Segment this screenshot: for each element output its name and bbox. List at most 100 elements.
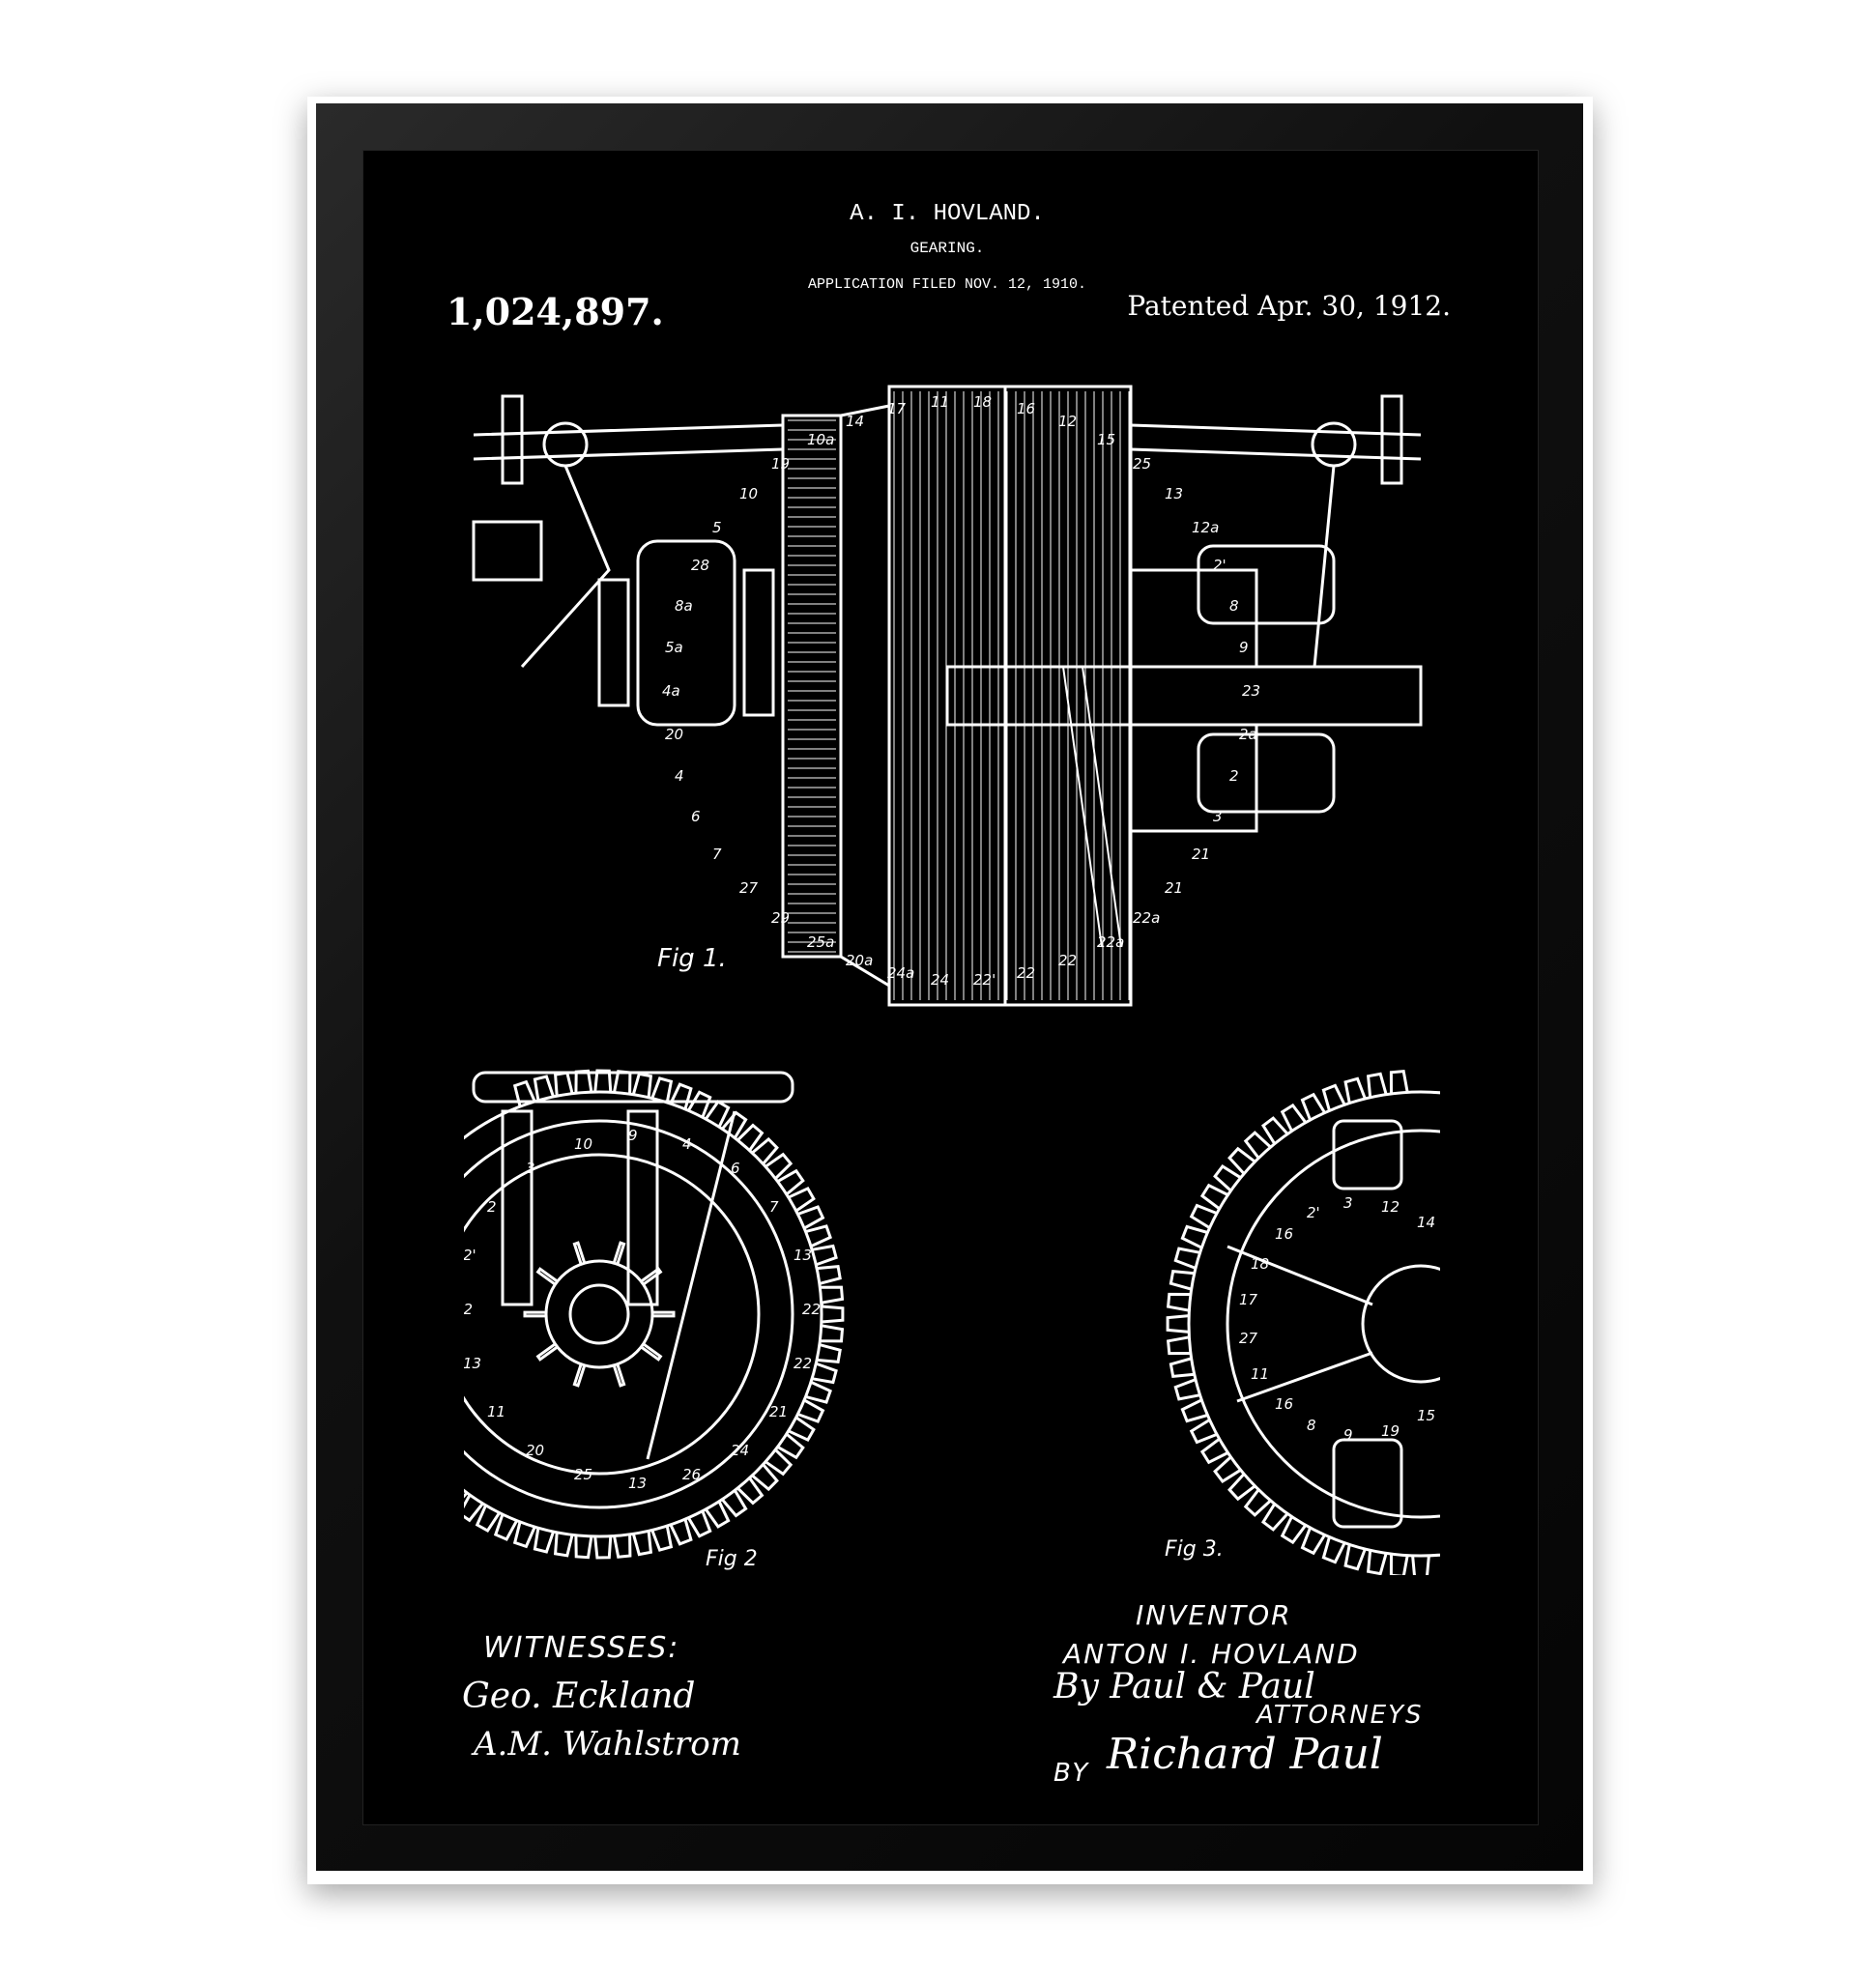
figure-1-caption: Fig 1. [657, 944, 727, 973]
gear-tooth [820, 1324, 845, 1343]
part-number-label: 22a [1097, 933, 1124, 951]
gear-tooth [593, 1069, 613, 1093]
gear-tooth [512, 1079, 536, 1107]
part-number-label: 23 [1242, 682, 1260, 700]
gear-tooth [811, 1244, 838, 1267]
gear-tooth [1366, 1072, 1388, 1098]
gear-tooth [1280, 1103, 1308, 1133]
witness-2-signature: A.M. Wahlstrom [474, 1725, 741, 1764]
part-number-label: 19 [1381, 1422, 1400, 1440]
gear-tooth [554, 1071, 574, 1097]
part-number-label: 25 [1133, 455, 1151, 473]
part-number-label: 17 [1239, 1291, 1258, 1308]
part-number-label: 15 [1417, 1407, 1435, 1424]
part-number-label: 16 [1017, 400, 1035, 417]
gear-tooth [1166, 1314, 1190, 1334]
gear-tooth [788, 1416, 816, 1443]
gear-tooth [533, 1075, 555, 1102]
part-number-label: 13 [1165, 485, 1183, 502]
witness-1-signature: Geo. Eckland [462, 1677, 696, 1716]
part-number-label: 8 [1229, 597, 1239, 615]
gear-tooth [533, 1527, 555, 1554]
pinion-tooth [640, 1267, 663, 1286]
figure-3-drawing: Fig 3. 1327141519981611271718162'3121415… [1165, 1069, 1440, 1575]
pinion-tooth [572, 1241, 587, 1265]
gear-tooth [736, 1123, 765, 1152]
part-number-label: 12 [1381, 1198, 1400, 1216]
gear-tooth [650, 1525, 674, 1552]
part-number-label: 10a [807, 431, 834, 448]
gear-tooth [1300, 1527, 1326, 1556]
part-number-label: 22 [794, 1355, 812, 1372]
gear-tooth [721, 1489, 748, 1518]
inventor-label: INVENTOR [1136, 1599, 1292, 1631]
gear-tooth [704, 1100, 731, 1128]
by-signature: Richard Paul [1107, 1730, 1383, 1779]
part-number-label: 6 [731, 1160, 740, 1177]
part-number-label: 26 [682, 1466, 701, 1483]
gear-tooth [1166, 1335, 1191, 1356]
patent-title: GEARING. [909, 240, 985, 257]
pinion-tooth [612, 1241, 626, 1265]
gear-tooth [796, 1398, 825, 1423]
part-number-label: 12 [1058, 413, 1077, 430]
part-number-label: 25 [574, 1466, 592, 1483]
gear-tooth [687, 1510, 712, 1538]
pinion-tooth [523, 1310, 546, 1318]
gear-tooth [1389, 1069, 1409, 1094]
part-number-label: 16 [1275, 1395, 1293, 1413]
gear-tooth [687, 1090, 712, 1118]
gear-tooth [593, 1535, 613, 1560]
pinion-tooth [572, 1363, 587, 1388]
part-number-label: 22 [1017, 964, 1035, 982]
part-number-label: 25a [807, 933, 834, 951]
gear-tooth [1166, 1292, 1191, 1312]
part-number-label: 29 [771, 909, 790, 927]
gear-tooth [1260, 1503, 1289, 1532]
part-number-label: 13 [464, 1355, 481, 1372]
part-number-label: 2' [1213, 557, 1227, 574]
part-number-label: 5 [712, 519, 722, 536]
gear-tooth [1189, 1419, 1218, 1445]
figure-3-caption: Fig 3. [1165, 1537, 1224, 1562]
part-number-label: 27 [739, 879, 759, 897]
patent-date: Patented Apr. 30, 1912. [1127, 290, 1451, 322]
gear-tooth [1169, 1357, 1195, 1379]
part-number-label: 16 [1275, 1225, 1293, 1243]
gear-tooth [1189, 1203, 1218, 1229]
gear-tooth [1213, 1163, 1242, 1192]
gear-tooth [820, 1285, 845, 1305]
part-number-label: 8 [1307, 1417, 1316, 1434]
part-number-label: 4 [682, 1135, 692, 1153]
gear-tooth [631, 1072, 653, 1098]
application-date: APPLICATION FILED NOV. 12, 1910. [807, 276, 1087, 293]
part-number-label: 7 [712, 846, 722, 863]
gear-tooth [751, 1136, 779, 1165]
gear-tooth [669, 1518, 693, 1546]
figure-1-drawing: Fig 1. 232a23212122a22a222222'2424a20a25… [472, 385, 1423, 1007]
gear-tooth [1199, 1183, 1229, 1211]
gear-tooth [1260, 1116, 1289, 1145]
part-number-label: 24a [887, 964, 914, 982]
part-number-label: 20 [665, 726, 683, 743]
gear-tooth [751, 1463, 779, 1492]
gear-tooth [1180, 1224, 1208, 1249]
part-number-label: 24 [931, 971, 949, 989]
figure-2-drawing: Fig 2 22'222124261325201113122'231094671… [464, 1069, 845, 1571]
part-number-label: 13 [628, 1475, 647, 1492]
pinion-tooth [612, 1363, 626, 1388]
gear-tooth [765, 1152, 794, 1180]
gear-tooth [1173, 1247, 1200, 1270]
gear-tooth [1243, 1488, 1272, 1517]
part-number-label: 24 [731, 1442, 749, 1459]
gear-tooth [1180, 1398, 1208, 1423]
part-number-label: 10 [574, 1135, 592, 1153]
part-number-label: 27 [1239, 1330, 1258, 1347]
part-number-label: 2 [487, 1198, 497, 1216]
part-number-label: 22' [973, 971, 996, 989]
part-number-label: 22' [802, 1301, 824, 1318]
gear-tooth [776, 1432, 805, 1460]
gear-tooth [1366, 1550, 1388, 1575]
gear-tooth [1411, 1555, 1430, 1575]
gear-tooth [721, 1110, 748, 1139]
